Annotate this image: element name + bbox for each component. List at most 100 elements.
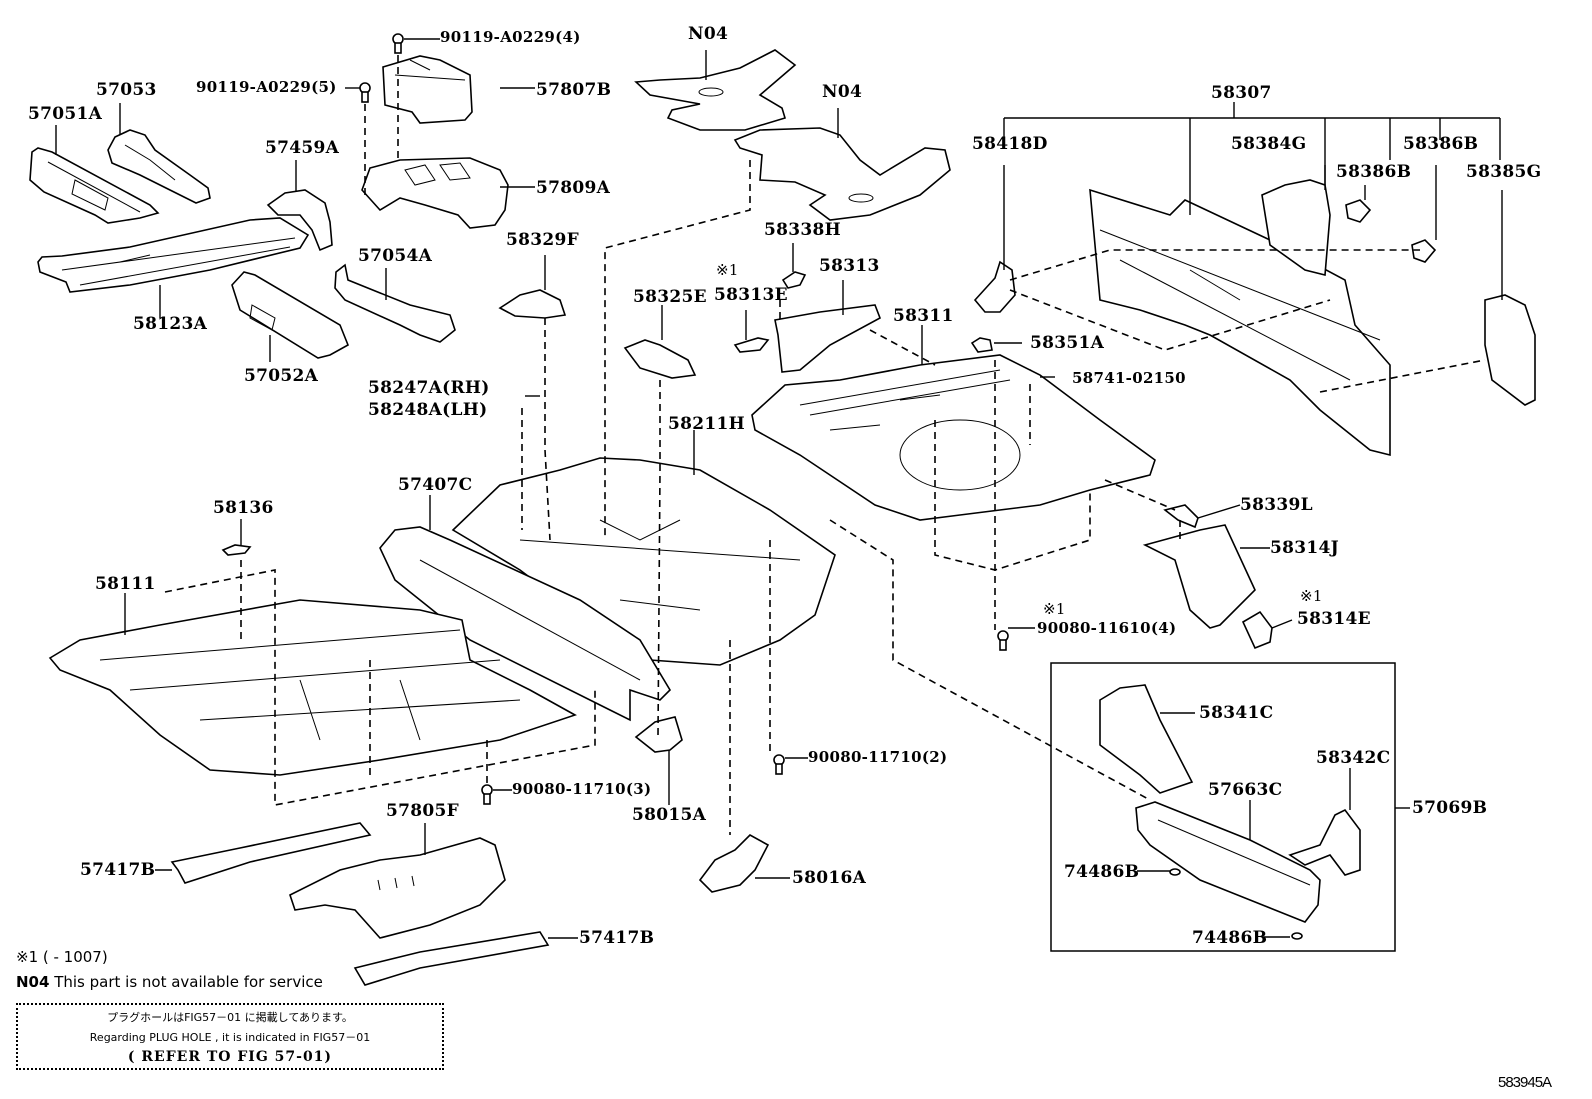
part-label-74486B-a[interactable]: 74486B: [1064, 862, 1140, 882]
part-label-58111[interactable]: 58111: [95, 574, 156, 594]
part-label-58247A-RH[interactable]: 58247A(RH): [368, 378, 490, 398]
part-label-58341C[interactable]: 58341C: [1199, 703, 1274, 723]
part-58339L-drawing: [1163, 504, 1199, 529]
part-label-58384G[interactable]: 58384G: [1231, 134, 1307, 154]
part-58384G-drawing: [1261, 179, 1331, 277]
part-58307-panel-drawing: [1089, 188, 1391, 457]
part-label-90119-A0229-4[interactable]: 90119-A0229(4): [440, 28, 581, 46]
part-label-90119-A0229-5[interactable]: 90119-A0229(5): [196, 78, 337, 96]
figure-code: 583945A: [1498, 1074, 1552, 1091]
part-57407C-drawing: [379, 526, 672, 722]
part-58314E-drawing: [1241, 610, 1273, 650]
part-58325E-drawing: [623, 339, 697, 379]
bolt-icon-90080-11710-2: [773, 754, 785, 775]
part-label-58311[interactable]: 58311: [893, 306, 954, 326]
part-label-90080-11610-footnote-mark: ※1: [1043, 600, 1066, 618]
part-label-57417B-lower[interactable]: 57417B: [579, 928, 655, 948]
part-58015A-drawing: [634, 716, 683, 753]
part-58311-drawing: [751, 354, 1156, 521]
part-58313E-drawing: [733, 337, 770, 353]
part-label-58314E-footnote-mark: ※1: [1300, 587, 1323, 605]
part-label-58015A[interactable]: 58015A: [632, 805, 707, 825]
part-label-58325E[interactable]: 58325E: [633, 287, 707, 307]
part-58342C-drawing: [1288, 808, 1361, 876]
part-label-58342C[interactable]: 58342C: [1316, 748, 1391, 768]
assembly-dash-lines: [164, 55, 1486, 835]
part-label-57663C[interactable]: 57663C: [1208, 780, 1283, 800]
part-label-58307[interactable]: 58307: [1211, 83, 1272, 103]
part-label-58741-02150[interactable]: 58741-02150: [1072, 369, 1186, 387]
part-label-57807B[interactable]: 57807B: [536, 80, 612, 100]
part-57663C-drawing: [1135, 801, 1321, 923]
part-label-58351A[interactable]: 58351A: [1030, 333, 1105, 353]
n04-code: N04: [16, 973, 50, 991]
part-58351A-drawing: [970, 337, 993, 353]
part-57805F-drawing: [289, 837, 506, 939]
bolt-icon-90080-11610: [997, 630, 1009, 651]
part-label-57809A[interactable]: 57809A: [536, 178, 611, 198]
part-label-58385G[interactable]: 58385G: [1466, 162, 1542, 182]
footnote-1: ※1 ( - 1007): [16, 948, 108, 966]
part-label-58313E[interactable]: 58313E: [714, 285, 788, 305]
part-label-58123A[interactable]: 58123A: [133, 314, 208, 334]
bolt-icon-90080-11710-3: [481, 784, 493, 805]
part-label-58016A[interactable]: 58016A: [792, 868, 867, 888]
part-58016A-drawing: [698, 834, 770, 893]
part-label-58339L[interactable]: 58339L: [1240, 495, 1313, 515]
part-label-58136[interactable]: 58136: [213, 498, 274, 518]
part-label-58329F[interactable]: 58329F: [506, 230, 580, 250]
part-57809A-drawing: [361, 157, 509, 229]
part-label-57054A[interactable]: 57054A: [358, 246, 433, 266]
part-57459A-drawing: [266, 189, 333, 252]
part-label-58211H[interactable]: 58211H: [668, 414, 746, 434]
part-58314J-drawing: [1142, 524, 1256, 629]
part-58136-drawing: [221, 544, 252, 556]
part-label-58314J[interactable]: 58314J: [1270, 538, 1339, 558]
part-57054A-drawing: [334, 263, 456, 343]
part-label-57052A[interactable]: 57052A: [244, 366, 319, 386]
part-label-90080-11710-3[interactable]: 90080-11710(3): [512, 780, 652, 798]
part-label-57053[interactable]: 57053: [96, 80, 157, 100]
part-label-90080-11610-4[interactable]: 90080-11610(4): [1037, 619, 1177, 637]
part-label-57417B-upper[interactable]: 57417B: [80, 860, 156, 880]
part-58338H-drawing: [781, 271, 807, 289]
part-58385G-drawing: [1484, 294, 1536, 406]
part-label-58418D[interactable]: 58418D: [972, 134, 1048, 154]
bolt-icon-90119-4: [392, 33, 404, 54]
part-label-58386B-b[interactable]: 58386B: [1403, 134, 1479, 154]
part-57417B-upper-drawing: [170, 822, 372, 884]
part-58386B-clip-b: [1411, 239, 1437, 263]
part-N04-lower-drawing: [733, 127, 951, 221]
part-label-57069B[interactable]: 57069B: [1412, 798, 1488, 818]
part-58341C-drawing: [1099, 684, 1194, 794]
leader-lines: [55, 38, 1503, 939]
part-label-58248A-LH[interactable]: 58248A(LH): [368, 400, 488, 420]
part-57417B-lower-drawing: [353, 931, 550, 986]
plug-hole-reference-box: プラグホールはFIG57－01 に掲載してあります。 Regarding PLU…: [16, 1003, 444, 1070]
part-label-57051A[interactable]: 57051A: [28, 104, 103, 124]
part-label-58313[interactable]: 58313: [819, 256, 880, 276]
part-label-N04-upper[interactable]: N04: [688, 24, 729, 44]
reference-english: Regarding PLUG HOLE , it is indicated in…: [89, 1031, 371, 1044]
part-57053-drawing: [107, 129, 211, 204]
part-label-58313E-footnote-mark: ※1: [716, 261, 739, 279]
bolt-icon-90119-5: [359, 82, 371, 103]
part-label-90080-11710-2[interactable]: 90080-11710(2): [808, 748, 948, 766]
part-label-57407C[interactable]: 57407C: [398, 475, 473, 495]
part-N04-upper-drawing: [634, 49, 797, 131]
part-label-58386B-a[interactable]: 58386B: [1336, 162, 1412, 182]
part-label-57805F[interactable]: 57805F: [386, 801, 460, 821]
part-label-N04-lower[interactable]: N04: [822, 82, 863, 102]
part-58386B-clip-a: [1345, 199, 1372, 223]
part-label-57459A[interactable]: 57459A: [265, 138, 340, 158]
part-58111-drawing: [48, 599, 577, 776]
refer-to-fig-link[interactable]: ( REFER TO FIG 57-01): [127, 1049, 333, 1065]
part-label-58338H[interactable]: 58338H: [764, 220, 842, 240]
part-58418D-drawing: [973, 260, 1016, 313]
part-74486B-washer-a: [1169, 868, 1181, 876]
part-57051A-drawing: [29, 147, 160, 224]
part-58329F-drawing: [498, 289, 567, 319]
part-label-74486B-b[interactable]: 74486B: [1192, 928, 1268, 948]
part-label-58314E[interactable]: 58314E: [1297, 609, 1371, 629]
